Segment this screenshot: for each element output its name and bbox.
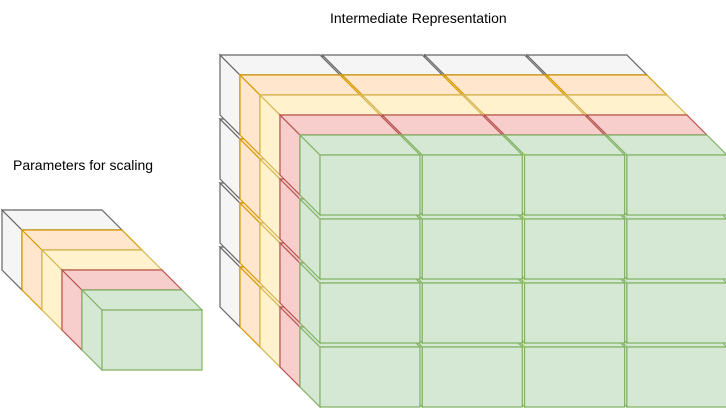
cube-front-face [421,282,523,344]
cube-top-face [380,114,504,136]
parameters-stack [0,208,204,372]
intermediate-representation-block [218,53,726,409]
cube-front-face [626,218,726,280]
cube-top-face [565,94,689,116]
cube-front-face [421,346,523,408]
cube-top-face [258,94,382,116]
cube-front-face [421,218,523,280]
cube-front-face [523,218,626,280]
cube-top-face [525,54,649,76]
cube-top-face [483,114,607,136]
cube-top-face [278,114,402,136]
ir-title: Intermediate Representation [330,10,507,26]
ir-cube [298,133,422,217]
cube-front-face [319,218,421,280]
cube-top-face [585,114,709,136]
cube-top-face [400,134,524,156]
cube-front-face [319,346,421,408]
parameters-title: Parameters for scaling [13,157,154,173]
cube-top-face [80,289,204,311]
cube-top-face [40,249,164,271]
cube-front-face [523,282,626,344]
cube-front-face [626,282,726,344]
cube-top-face [503,134,627,156]
cube-front-face [101,309,203,371]
cube-top-face [463,94,587,116]
cube-top-face [60,269,184,291]
param-cube-green [80,288,204,372]
cube-front-face [319,154,421,216]
cube-top-face [340,74,464,96]
cube-top-face [320,54,444,76]
cube-front-face [523,346,626,408]
cube-top-face [218,54,342,76]
cube-front-face [626,346,726,408]
ir-layer-green [298,133,726,409]
cube-top-face [0,209,124,231]
cube-top-face [360,94,484,116]
cube-top-face [298,134,422,156]
cube-top-face [605,134,726,156]
cube-top-face [20,229,144,251]
cube-top-face [443,74,567,96]
cube-top-face [238,74,362,96]
cube-front-face [319,282,421,344]
cube-front-face [626,154,726,216]
cube-front-face [523,154,626,216]
cube-front-face [421,154,523,216]
cube-top-face [423,54,547,76]
cube-top-face [545,74,669,96]
